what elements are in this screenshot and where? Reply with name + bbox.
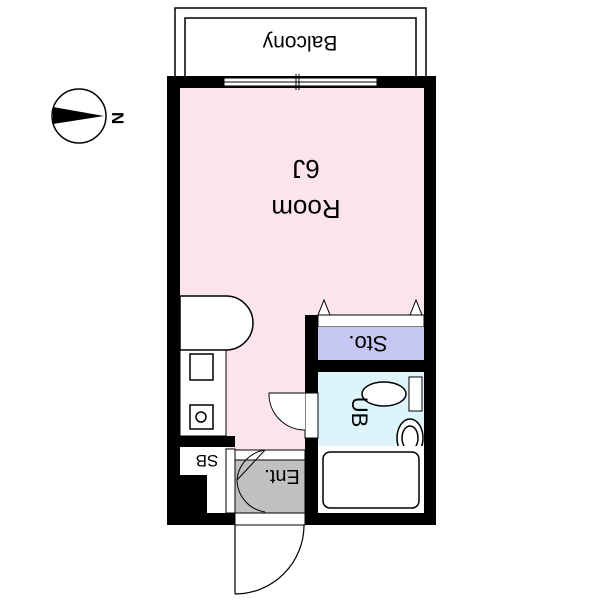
window — [223, 74, 378, 90]
bathtub-icon — [322, 451, 420, 509]
balcony: Balcony — [174, 7, 427, 79]
shoe-box-label: SB — [196, 451, 219, 470]
front-door[interactable] — [234, 524, 305, 595]
entrance-label: Ent. — [264, 465, 300, 487]
storage — [318, 327, 424, 360]
unit-bath-label: UB — [347, 397, 372, 428]
room-size-label: 6J — [292, 154, 319, 184]
sink-icon — [189, 353, 214, 381]
compass-icon: N — [51, 88, 127, 144]
room-label: Room — [271, 194, 340, 224]
bath-door[interactable] — [268, 392, 306, 431]
balcony-label: Balcony — [262, 31, 337, 54]
basin-icon — [361, 381, 407, 407]
storage-label: Sto. — [348, 331, 387, 356]
north-label: N — [108, 112, 127, 124]
inner-door[interactable] — [236, 449, 266, 513]
kitchen — [179, 295, 254, 437]
